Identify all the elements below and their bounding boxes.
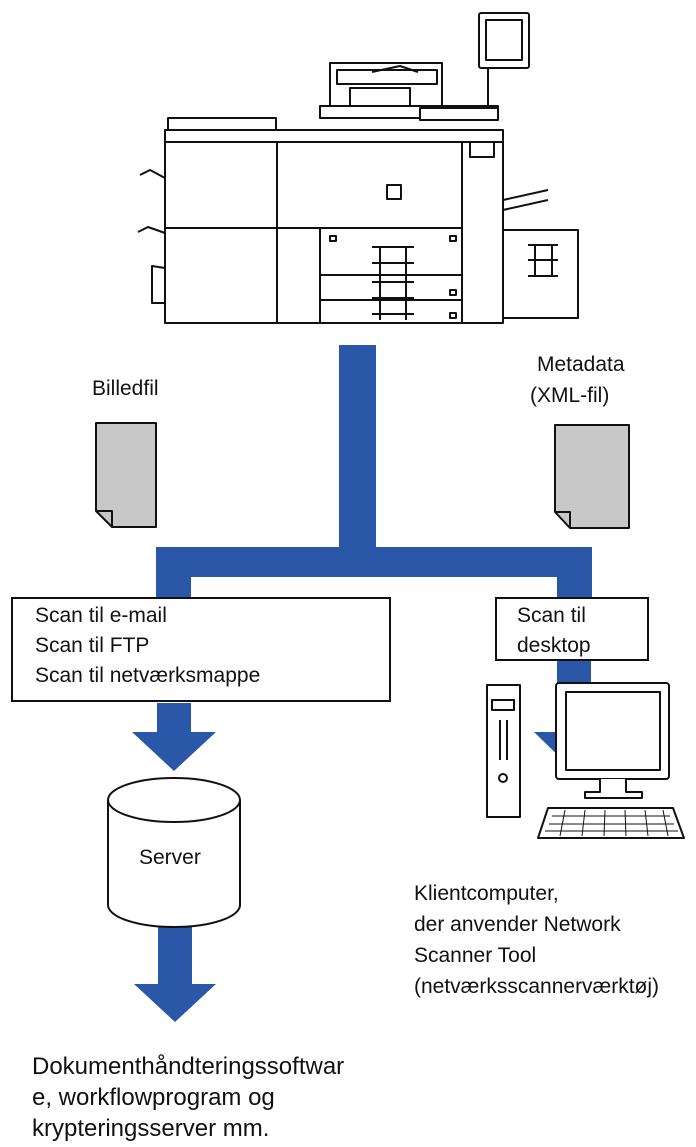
client-caption-line-1: Klientcomputer, bbox=[414, 882, 559, 905]
destination-caption-line-3: krypteringsserver mm. bbox=[32, 1115, 270, 1142]
flow-lines bbox=[156, 345, 592, 599]
destination-caption: Dokumenthåndteringssoftwar e, workflowpr… bbox=[32, 1051, 344, 1144]
image-file-label: Billedfil bbox=[92, 377, 159, 400]
arrow-down-left-box bbox=[132, 703, 216, 771]
destination-caption-line-1: Dokumenthåndteringssoftwar bbox=[32, 1053, 345, 1080]
scan-to-email-label: Scan til e-mail bbox=[35, 604, 167, 627]
image-file-document-icon bbox=[95, 422, 157, 528]
metadata-format-label: (XML-fil) bbox=[530, 384, 610, 407]
server-icon bbox=[107, 777, 241, 928]
client-caption-line-3: Scanner Tool bbox=[414, 944, 537, 967]
scan-to-ftp-label: Scan til FTP bbox=[35, 634, 150, 657]
scan-to-desktop-label-2: desktop bbox=[517, 634, 591, 657]
client-computer-caption: Klientcomputer, der anvender Network Sca… bbox=[414, 878, 659, 1002]
metadata-label: Metadata bbox=[537, 353, 625, 376]
scan-to-network-folder-label: Scan til netværksmappe bbox=[35, 664, 261, 687]
printer-icon bbox=[137, 12, 579, 324]
client-computer-icon bbox=[486, 682, 685, 839]
scan-methods-box-left: Scan til e-mail Scan til FTP Scan til ne… bbox=[11, 597, 391, 702]
client-caption-line-4: (netværksscannerværktøj) bbox=[414, 975, 660, 998]
arrow-down-server bbox=[134, 878, 216, 1022]
server-label: Server bbox=[139, 846, 201, 869]
metadata-document-icon bbox=[554, 424, 630, 529]
scan-to-desktop-label-1: Scan til bbox=[517, 604, 586, 627]
destination-caption-line-2: e, workflowprogram og bbox=[32, 1084, 275, 1111]
scan-methods-box-right: Scan til desktop bbox=[495, 597, 649, 661]
client-caption-line-2: der anvender Network bbox=[414, 913, 621, 936]
